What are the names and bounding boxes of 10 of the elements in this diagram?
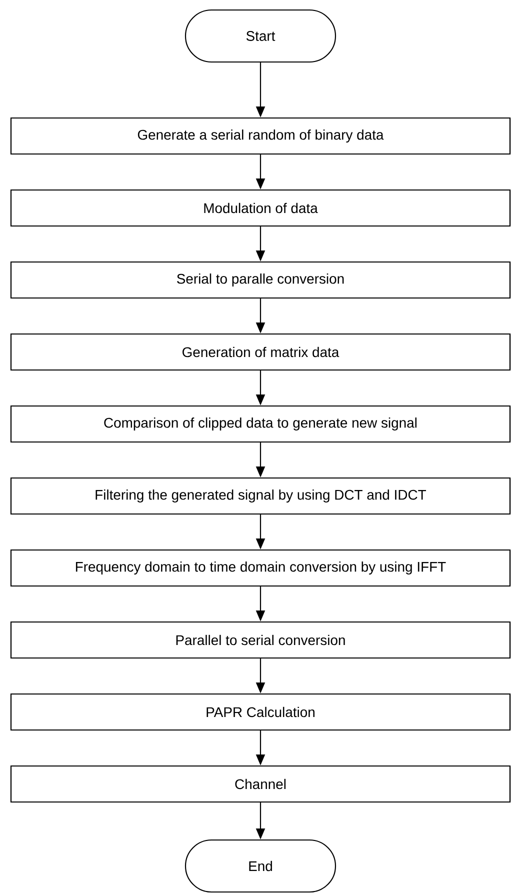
process-box: Modulation of data bbox=[10, 189, 511, 227]
process-box: Generation of matrix data bbox=[10, 333, 511, 371]
process-box: Frequency domain to time domain conversion by using IFFT bbox=[10, 549, 511, 587]
process-box: Comparison of clipped data to generate new signal bbox=[10, 405, 511, 443]
process-box: Filtering the generated signal by using DCT and IDCT bbox=[10, 477, 511, 515]
process-box: Channel bbox=[10, 765, 511, 803]
process-box: Generate a serial random of binary data bbox=[10, 117, 511, 155]
process-box: PAPR Calculation bbox=[10, 693, 511, 731]
process-box: Serial to paralle conversion bbox=[10, 261, 511, 299]
process-box: Parallel to serial conversion bbox=[10, 621, 511, 659]
